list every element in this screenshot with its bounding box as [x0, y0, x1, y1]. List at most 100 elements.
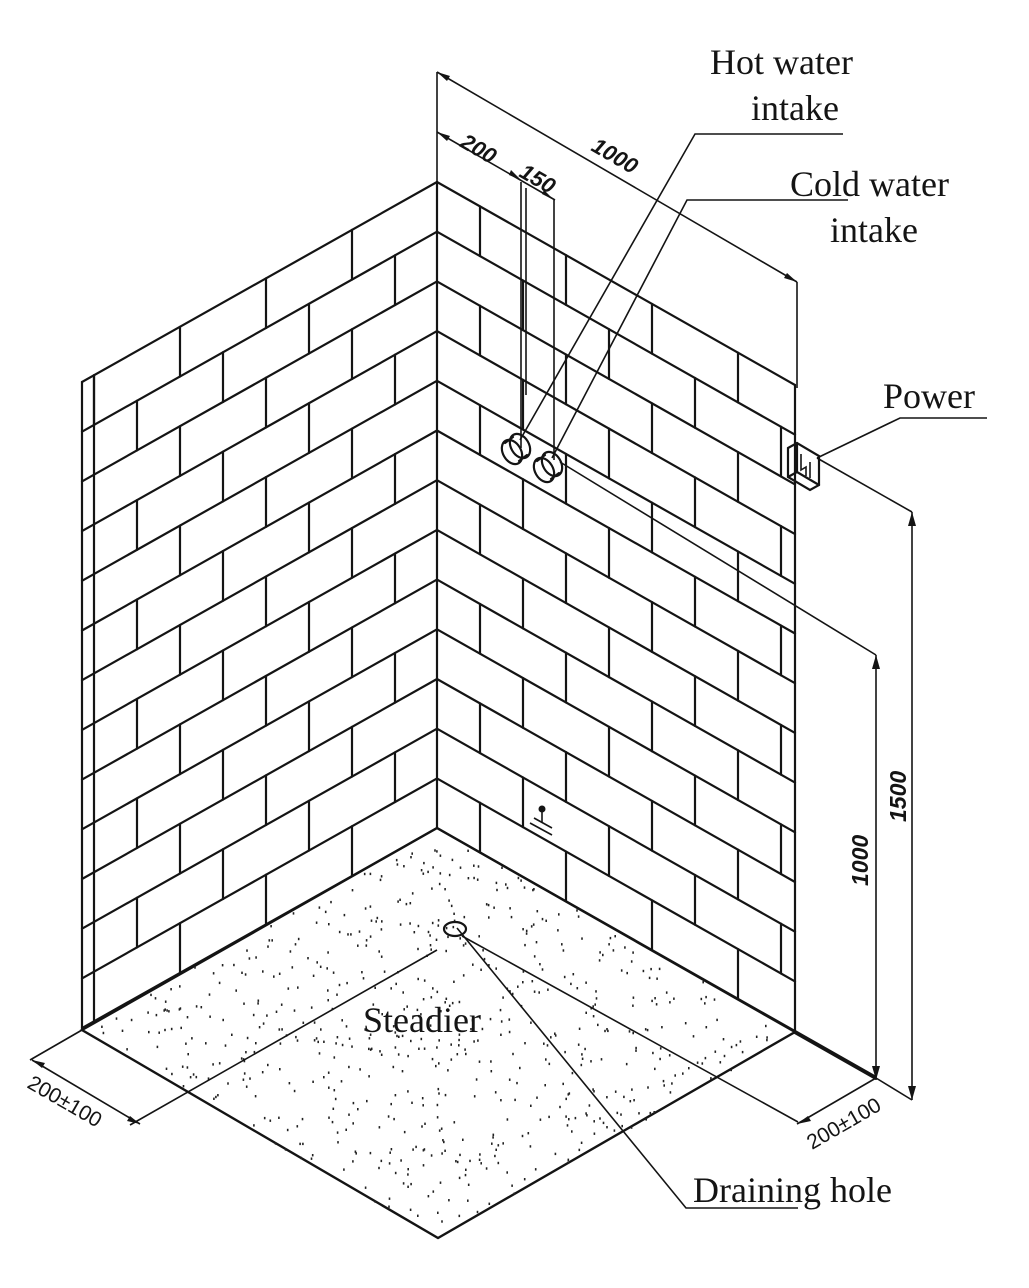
mortar-course-line [80, 826, 439, 1030]
speckle [365, 939, 368, 942]
speckle [436, 1046, 438, 1049]
speckle [336, 993, 338, 996]
speckle [445, 997, 448, 1000]
speckle [218, 1062, 221, 1065]
speckle [266, 1014, 268, 1017]
mortar-course-line [435, 578, 797, 784]
speckle [293, 1089, 296, 1093]
speckle [570, 982, 572, 986]
speckle [180, 1026, 182, 1030]
speckle [451, 858, 454, 862]
speckle [684, 1022, 687, 1025]
speckle [453, 912, 455, 915]
speckle [533, 955, 536, 958]
speckle [101, 1025, 103, 1028]
speckle [420, 1013, 422, 1016]
speckle [467, 1183, 470, 1186]
speckle [343, 1168, 345, 1171]
speckle [407, 1173, 409, 1176]
speckle [417, 977, 419, 981]
speckle [399, 898, 401, 901]
speckle [562, 1082, 564, 1086]
speckle [459, 866, 462, 869]
arrowhead [872, 1066, 880, 1080]
speckle [501, 866, 503, 869]
speckle [334, 1097, 337, 1101]
mortar-course-line [80, 180, 439, 384]
speckle [662, 1079, 665, 1083]
speckle [722, 1038, 725, 1041]
speckle [653, 1111, 655, 1114]
speckle [450, 1043, 452, 1046]
speckle [463, 915, 466, 919]
speckle [451, 1001, 454, 1005]
speckle [525, 932, 528, 935]
speckle [253, 1050, 256, 1054]
speckle [319, 965, 322, 968]
speckle [458, 1214, 461, 1218]
speckle [254, 1095, 257, 1098]
speckle [166, 1009, 168, 1012]
speckle [558, 913, 560, 916]
speckle [257, 999, 260, 1002]
cold-water-leader [551, 199, 848, 459]
speckle [606, 1028, 608, 1031]
speckle [448, 899, 450, 902]
speckle [302, 1142, 304, 1146]
speckle [453, 919, 456, 922]
speckle [148, 1030, 150, 1034]
speckle [541, 917, 544, 921]
speckle [155, 1013, 158, 1017]
speckle [442, 1139, 444, 1142]
speckle [262, 1022, 265, 1025]
speckle [222, 1018, 224, 1022]
speckle [656, 977, 658, 980]
speckle [429, 934, 431, 937]
speckle [595, 997, 598, 1000]
speckle [395, 982, 397, 986]
speckle [563, 975, 566, 979]
speckle [628, 1030, 631, 1033]
speckle [472, 963, 474, 966]
speckle [713, 998, 716, 1001]
speckle [593, 1090, 595, 1093]
speckle [158, 1031, 160, 1034]
speckle [245, 1085, 248, 1088]
speckle [624, 946, 626, 949]
speckle [523, 886, 526, 889]
speckle [280, 1003, 283, 1006]
speckle [421, 1125, 423, 1128]
speckle [581, 937, 583, 940]
speckle [539, 963, 541, 966]
speckle [704, 1002, 706, 1005]
speckle [394, 1171, 397, 1175]
speckle [509, 907, 511, 910]
speckle [502, 1142, 504, 1145]
speckle [531, 980, 534, 983]
speckle [302, 1021, 305, 1024]
speckle [638, 1112, 640, 1115]
speckle [580, 1141, 583, 1144]
speckle [332, 971, 335, 974]
speckle [422, 872, 425, 875]
speckle [331, 1120, 334, 1124]
speckle [417, 1214, 419, 1217]
speckle [267, 1063, 269, 1067]
speckle [412, 1148, 414, 1151]
speckle [511, 1184, 513, 1187]
speckle [565, 1115, 567, 1118]
speckle [340, 1080, 343, 1083]
speckle [437, 924, 440, 927]
speckle [652, 1051, 654, 1055]
speckle [192, 1073, 195, 1076]
speckle [590, 1060, 592, 1063]
power-leader [816, 417, 987, 459]
speckle [458, 1038, 460, 1042]
speckle [312, 974, 315, 977]
cold-water-label-line2: intake [830, 210, 918, 250]
speckle [328, 923, 330, 926]
speckle [410, 1039, 412, 1043]
speckle [525, 929, 528, 933]
speckle [625, 1062, 628, 1066]
